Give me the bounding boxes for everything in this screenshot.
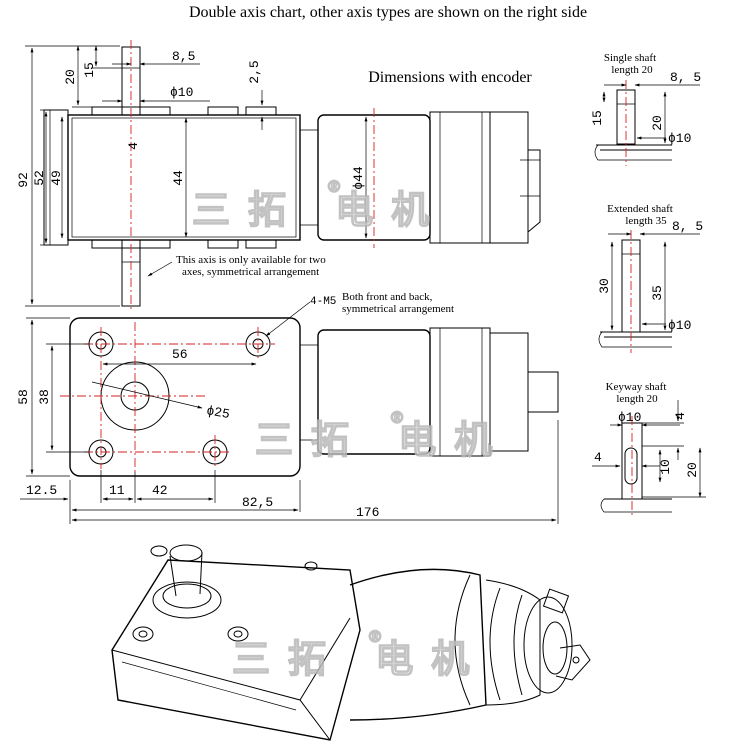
bottom-boss-1 [91,239,123,249]
note-two-axes-line2: axes, symmetrical arrangement [182,266,319,278]
dim-20: 20 [63,69,78,85]
iso-encoder-connector [542,588,570,614]
single-dim-8-5: 8, 5 [670,70,701,85]
single-dim-phi10: ϕ10 [668,131,691,146]
keyway-shaft-title1: Keyway shaft [606,381,667,393]
iso-output-shaft [169,551,203,597]
single-dim-20: 20 [650,115,665,131]
dim-phi10: ϕ10 [170,85,193,100]
keyway-dim-4-top: 4 [673,412,688,420]
single-shaft-view: Single shaft length 20 8, 5 15 20 ϕ10 [590,52,701,166]
front-view: 92 52 49 20 15 8,5 ϕ10 2,5 4 44 [16,40,541,312]
keyway-dim-phi10: ϕ10 [618,410,641,425]
dim-49: 49 [49,170,64,186]
single-shaft-title2: length 20 [611,64,653,76]
dim-38: 38 [37,389,52,405]
extended-dim-phi10: ϕ10 [668,318,691,333]
encoder-connector [527,149,541,233]
dim-176: 176 [356,505,379,520]
iso-motor [349,568,487,721]
watermark-3: 三拓 电机 ® [231,626,487,681]
bottom-boss-4 [245,239,277,249]
note-both-line1: Both front and back, [342,291,433,303]
note-both-line2: symmetrical arrangement [342,303,454,315]
single-dim-15: 15 [590,110,605,126]
gearbox-flange [43,109,69,246]
watermark-registered-3: ® [367,627,383,646]
watermark-registered-1: ® [326,177,342,196]
encoder-connector-side [527,371,559,413]
note-two-axes-line1: This axis is only available for two [176,254,326,266]
dim-52: 52 [32,170,47,186]
dim-42: 42 [152,483,168,498]
extended-shaft-view: Extended shaft length 35 8, 5 30 35 ϕ10 [597,203,703,353]
dim-92: 92 [16,172,31,188]
dim-2-5: 2,5 [247,60,262,83]
watermark-text-3: 三拓 电机 [232,637,487,681]
extended-dim-8-5: 8, 5 [672,219,703,234]
extended-dim-30: 30 [597,278,612,294]
watermark-2: 三拓 电机 ® [254,407,510,462]
extended-shaft-title1: Extended shaft [607,203,673,215]
encoder-label: Dimensions with encoder [368,69,532,86]
bottom-boss-2 [139,239,171,249]
mounting-plate [69,317,301,477]
encoder-housing [489,111,529,244]
dim-phi25: ϕ25 [205,403,231,422]
single-shaft-title1: Single shaft [604,52,656,64]
top-boss-4 [245,106,277,116]
watermark-registered-2: ® [389,408,405,427]
top-boss-3 [207,106,239,116]
keyway-dim-4-side: 4 [594,450,602,465]
dim-44: 44 [171,170,186,186]
bottom-boss-3 [207,239,239,249]
top-boss-1 [91,106,123,116]
keyway-shaft-view: Keyway shaft length 20 ϕ10 4 4 10 20 [592,381,706,518]
watermark-text-1: 三拓 电机 [192,188,447,232]
keyway-dim-20: 20 [685,462,700,478]
page-title: Double axis chart, other axis types are … [189,4,587,21]
isometric-sketch [111,544,591,741]
dim-56: 56 [172,347,188,362]
holes-label: 4-M5 [310,296,336,308]
dim-58: 58 [16,389,31,405]
top-boss-2 [139,106,171,116]
watermark-text-2: 三拓 电机 [255,418,510,462]
iso-gearbox [111,559,361,741]
keyway-slot [624,447,638,485]
keyway-dim-10: 10 [658,459,673,475]
extended-dim-35: 35 [650,285,665,301]
keyway-shaft-title2: length 20 [616,393,658,405]
dim-11: 11 [109,483,125,498]
dim-15: 15 [82,62,97,78]
bottom-view: 56 58 38 ϕ25 4-M5 Both front and back, s… [16,291,559,524]
dim-12-5: 12.5 [26,483,57,498]
watermark-1: 三拓 电机 ® [191,176,447,232]
dim-8-5: 8,5 [172,49,195,64]
dim-phi44: ϕ44 [351,166,366,190]
dim-4: 4 [126,142,141,150]
single-shaft-housing [596,144,672,151]
dim-82-5: 82,5 [242,495,273,510]
extended-shaft-title2: length 35 [625,215,667,227]
